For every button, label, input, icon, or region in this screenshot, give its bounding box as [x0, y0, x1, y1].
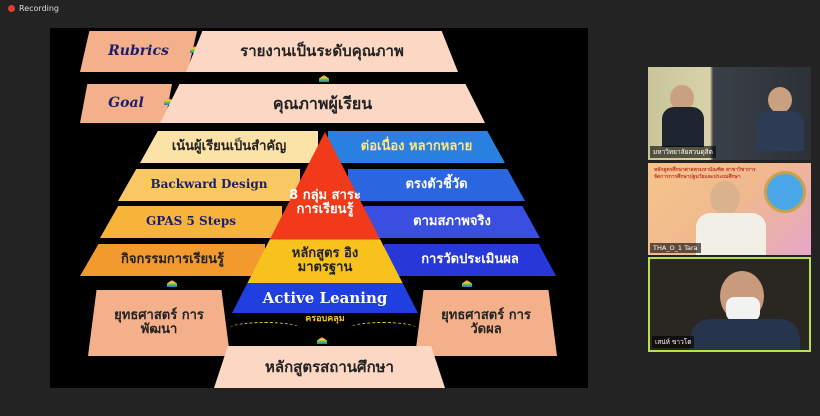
arrow-icon	[462, 280, 472, 287]
participant-video-1[interactable]: มหาวิทยาลัยสวนดุสิต	[648, 67, 811, 160]
participant-name: มหาวิทยาลัยสวนดุสิต	[650, 146, 716, 158]
bottom-banner: หลักสูตรสถานศึกษา	[214, 346, 445, 388]
pyramid-base-text: Active Leaning	[262, 288, 388, 307]
right-row-2: ตรงตัวชี้วัด	[348, 169, 525, 201]
right-row-3: ตามสภาพจริง	[364, 206, 540, 238]
participant-name: เสน่ห์ ขาวโต	[652, 336, 695, 348]
goal-label: Goal	[80, 84, 172, 123]
pyramid-top-text: 8 กลุ่ม สาระ การเรียนรู้	[289, 187, 361, 217]
participant-name: THA_O_1 Tara	[650, 243, 701, 253]
cover-text: ครอบคลุม	[305, 314, 345, 325]
right-row-1: ต่อเนื่อง หลากหลาย	[328, 131, 505, 163]
arrow-icon	[164, 98, 174, 105]
participant-video-3-active[interactable]: เสน่ห์ ขาวโต	[648, 257, 811, 352]
recording-dot-icon	[8, 5, 15, 12]
arrow-icon	[167, 280, 177, 287]
rubrics-label: Rubrics	[80, 31, 197, 72]
recording-label: Recording	[19, 4, 60, 13]
right-row-4: การวัดประเมินผล	[384, 244, 556, 276]
recording-indicator: Recording	[8, 4, 59, 13]
left-row-4: กิจกรรมการเรียนรู้	[80, 244, 265, 276]
goal-banner: คุณภาพผู้เรียน	[160, 84, 485, 123]
dashed-arrow-left	[230, 322, 300, 334]
left-row-3: GPAS 5 Steps	[100, 206, 282, 238]
strategy-left: ยุทธศาสตร์ การพัฒนา	[88, 290, 230, 356]
left-row-2: Backward Design	[118, 169, 300, 201]
participant-video-2[interactable]: หลักสูตรศึกษาศาสตรมหาบัณฑิต สาขาวิชาการจ…	[648, 163, 811, 255]
strategy-right: ยุทธศาสตร์ การวัดผล	[415, 290, 557, 356]
pyramid-mid-text: หลักสูตร อิงมาตรฐาน	[291, 245, 359, 275]
left-row-1: เน้นผู้เรียนเป็นสำคัญ	[140, 131, 318, 163]
video-background-text: หลักสูตรศึกษาศาสตรมหาบัณฑิต สาขาวิชาการจ…	[654, 167, 756, 180]
rubrics-banner: รายงานเป็นระดับคุณภาพ	[186, 31, 458, 72]
arrow-icon	[317, 337, 327, 344]
dashed-arrow-right	[350, 322, 416, 334]
arrow-icon	[319, 75, 329, 82]
